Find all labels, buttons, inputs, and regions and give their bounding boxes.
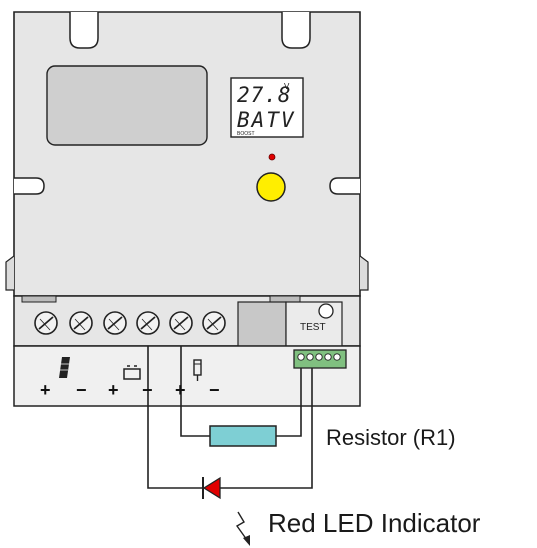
red-led-symbol (202, 476, 221, 500)
led-circuit (147, 346, 313, 546)
test-label: TEST (300, 322, 326, 333)
lcd-display (230, 77, 304, 138)
load-plus-sign: + (175, 380, 186, 400)
led-label: Red LED Indicator (268, 508, 481, 538)
battery-plus-sign: + (108, 380, 119, 400)
solar-panel-icon (59, 357, 70, 378)
lcd-boost-text: BOOST (237, 131, 255, 137)
lcd-mode-text: BATV (237, 108, 296, 132)
load-icon (193, 359, 202, 381)
battery-minus-sign: − (142, 380, 153, 400)
solar-plus-sign: + (40, 380, 51, 400)
load-minus-sign: − (209, 380, 220, 400)
screw-terminals (34, 311, 226, 335)
resistor-circuit (180, 346, 302, 447)
lcd-unit: V (284, 82, 290, 91)
resistor-label: Resistor (R1) (326, 425, 456, 450)
boost-button[interactable] (256, 172, 286, 202)
green-connector (293, 349, 347, 369)
light-emission-arrow (235, 511, 250, 546)
test-button[interactable] (318, 303, 334, 319)
solar-minus-sign: − (76, 380, 87, 400)
device-housing (5, 11, 369, 297)
lcd-voltage: 27.8 (237, 83, 292, 107)
battery-icon (123, 365, 141, 380)
resistor-r1 (209, 425, 277, 447)
status-led (268, 153, 276, 161)
